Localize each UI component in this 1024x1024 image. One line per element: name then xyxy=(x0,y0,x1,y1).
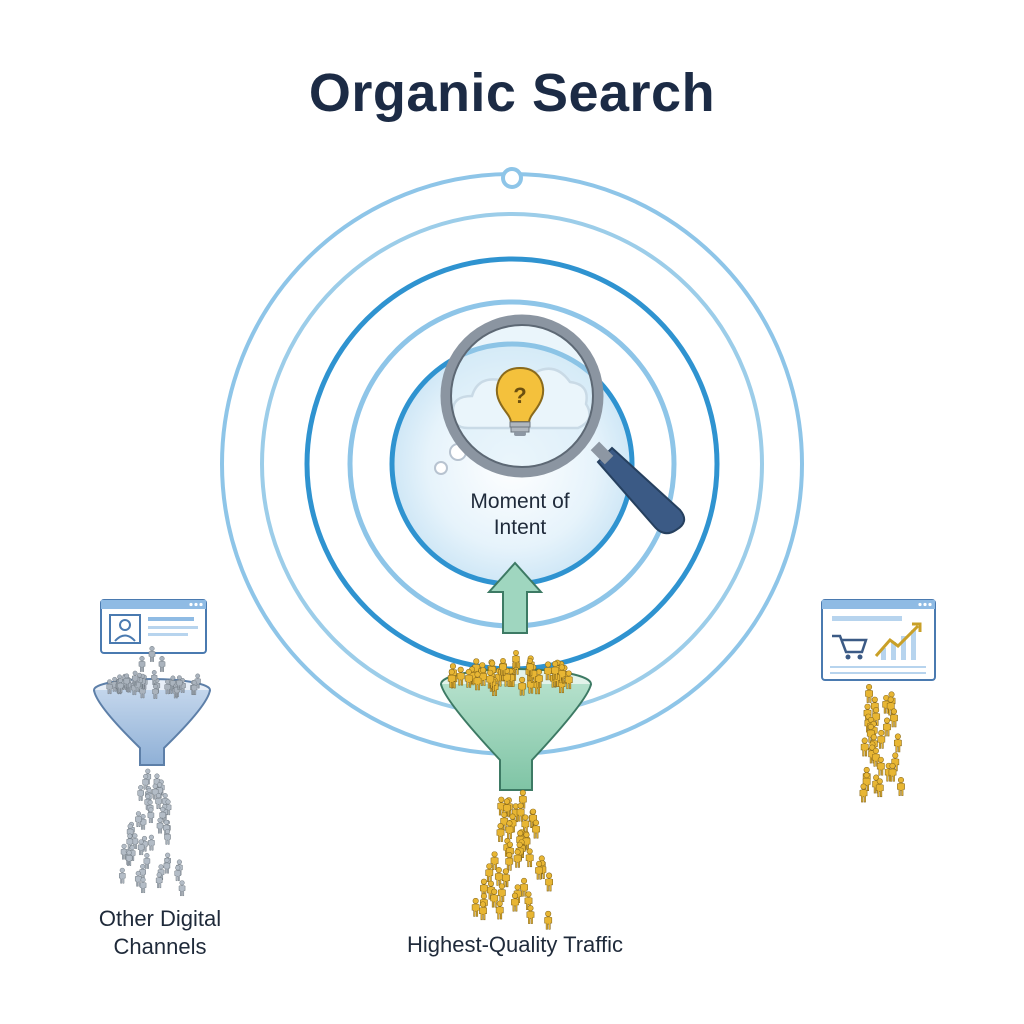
person-icon xyxy=(178,880,186,897)
person-icon xyxy=(526,905,535,925)
person-icon xyxy=(147,807,155,824)
person-icon xyxy=(525,848,534,868)
person-icon xyxy=(859,783,868,803)
person-icon xyxy=(889,708,899,728)
person-icon xyxy=(497,883,506,903)
person-icon xyxy=(471,897,480,917)
person-icon xyxy=(155,793,162,810)
person-icon xyxy=(496,823,505,843)
person-icon xyxy=(545,872,554,892)
person-icon xyxy=(494,866,503,886)
other-digital-channels-label: Other Digital Channels xyxy=(60,905,260,960)
person-icon xyxy=(490,888,499,908)
browser-profile-icon xyxy=(100,599,207,654)
person-icon xyxy=(485,863,494,883)
lightbulb-icon: ? xyxy=(495,366,545,436)
person-icon xyxy=(163,857,171,874)
person-icon xyxy=(510,892,520,912)
funnel-icon xyxy=(440,668,592,791)
person-icon xyxy=(137,839,145,856)
person-icon xyxy=(875,778,884,798)
people-stream-gray xyxy=(118,768,186,897)
person-icon xyxy=(531,819,541,839)
ring-node xyxy=(501,167,523,189)
person-icon xyxy=(158,656,166,672)
moment-of-intent-label: Moment of Intent xyxy=(430,489,610,542)
person-icon xyxy=(137,784,145,801)
browser-cart-chart-icon xyxy=(821,599,936,681)
people-stream-gold xyxy=(471,789,554,930)
person-icon xyxy=(495,900,504,920)
person-icon xyxy=(156,817,164,834)
other-digital-channels-line2: Channels xyxy=(113,933,207,959)
arrow-up-icon xyxy=(486,561,544,634)
other-digital-channels-line1: Other Digital xyxy=(98,906,222,931)
person-icon xyxy=(139,877,147,894)
moment-of-intent-line2: Intent xyxy=(493,516,547,540)
person-icon xyxy=(876,756,885,776)
person-icon xyxy=(478,901,488,921)
person-icon xyxy=(155,872,163,889)
person-icon xyxy=(147,834,155,851)
person-icon xyxy=(513,848,522,868)
highest-quality-traffic-label: Highest-Quality Traffic xyxy=(406,932,623,957)
person-icon xyxy=(138,656,146,672)
person-icon xyxy=(174,865,182,882)
person-icon xyxy=(505,820,514,840)
people-group-gold xyxy=(859,684,906,803)
person-icon xyxy=(118,867,126,884)
person-icon xyxy=(148,646,156,662)
person-icon xyxy=(882,717,892,737)
person-icon xyxy=(164,828,171,845)
person-icon xyxy=(505,851,514,871)
page-title: Organic Search xyxy=(308,63,716,123)
svg-text:?: ? xyxy=(513,383,526,408)
person-icon xyxy=(896,777,906,797)
person-icon xyxy=(864,684,874,704)
person-icon xyxy=(860,737,869,757)
person-icon xyxy=(544,910,553,930)
moment-of-intent-line1: Moment of xyxy=(470,490,570,513)
person-icon xyxy=(877,729,886,749)
person-icon xyxy=(893,733,902,753)
